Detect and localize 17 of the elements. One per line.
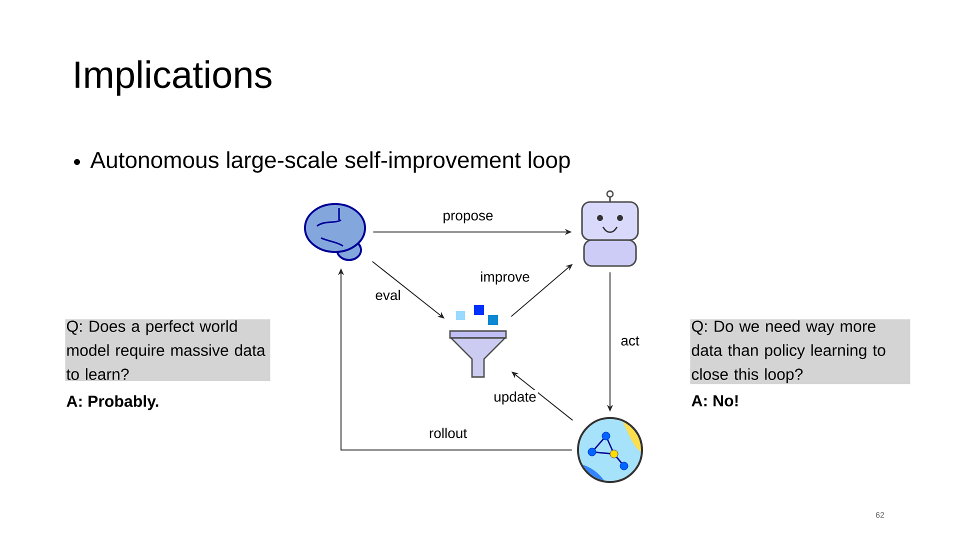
robot-drawing xyxy=(581,190,639,267)
edge-label: eval xyxy=(374,288,402,302)
answer-text: A: No! xyxy=(692,395,738,406)
globe-drawing xyxy=(577,417,643,483)
brain-drawing xyxy=(304,203,366,261)
edge-label: improve xyxy=(478,270,532,286)
edge-label: propose xyxy=(441,211,495,225)
edge-label: update xyxy=(492,390,538,406)
page-number: 62 xyxy=(876,512,884,518)
slide-title: Implications xyxy=(76,60,272,96)
funnel-drawing xyxy=(449,305,507,378)
edge-label: rollout xyxy=(427,426,469,440)
edge-label: act xyxy=(619,334,641,348)
answer-text: A: Probably. xyxy=(66,395,158,410)
question-text: Q: Do we need way more data than policy learning to close this loop? xyxy=(690,319,910,384)
bullet-text: Autonomous large-scale self-improvement loop xyxy=(90,151,570,173)
question-text: Q: Does a perfect world model require massive data to learn? xyxy=(65,319,270,381)
